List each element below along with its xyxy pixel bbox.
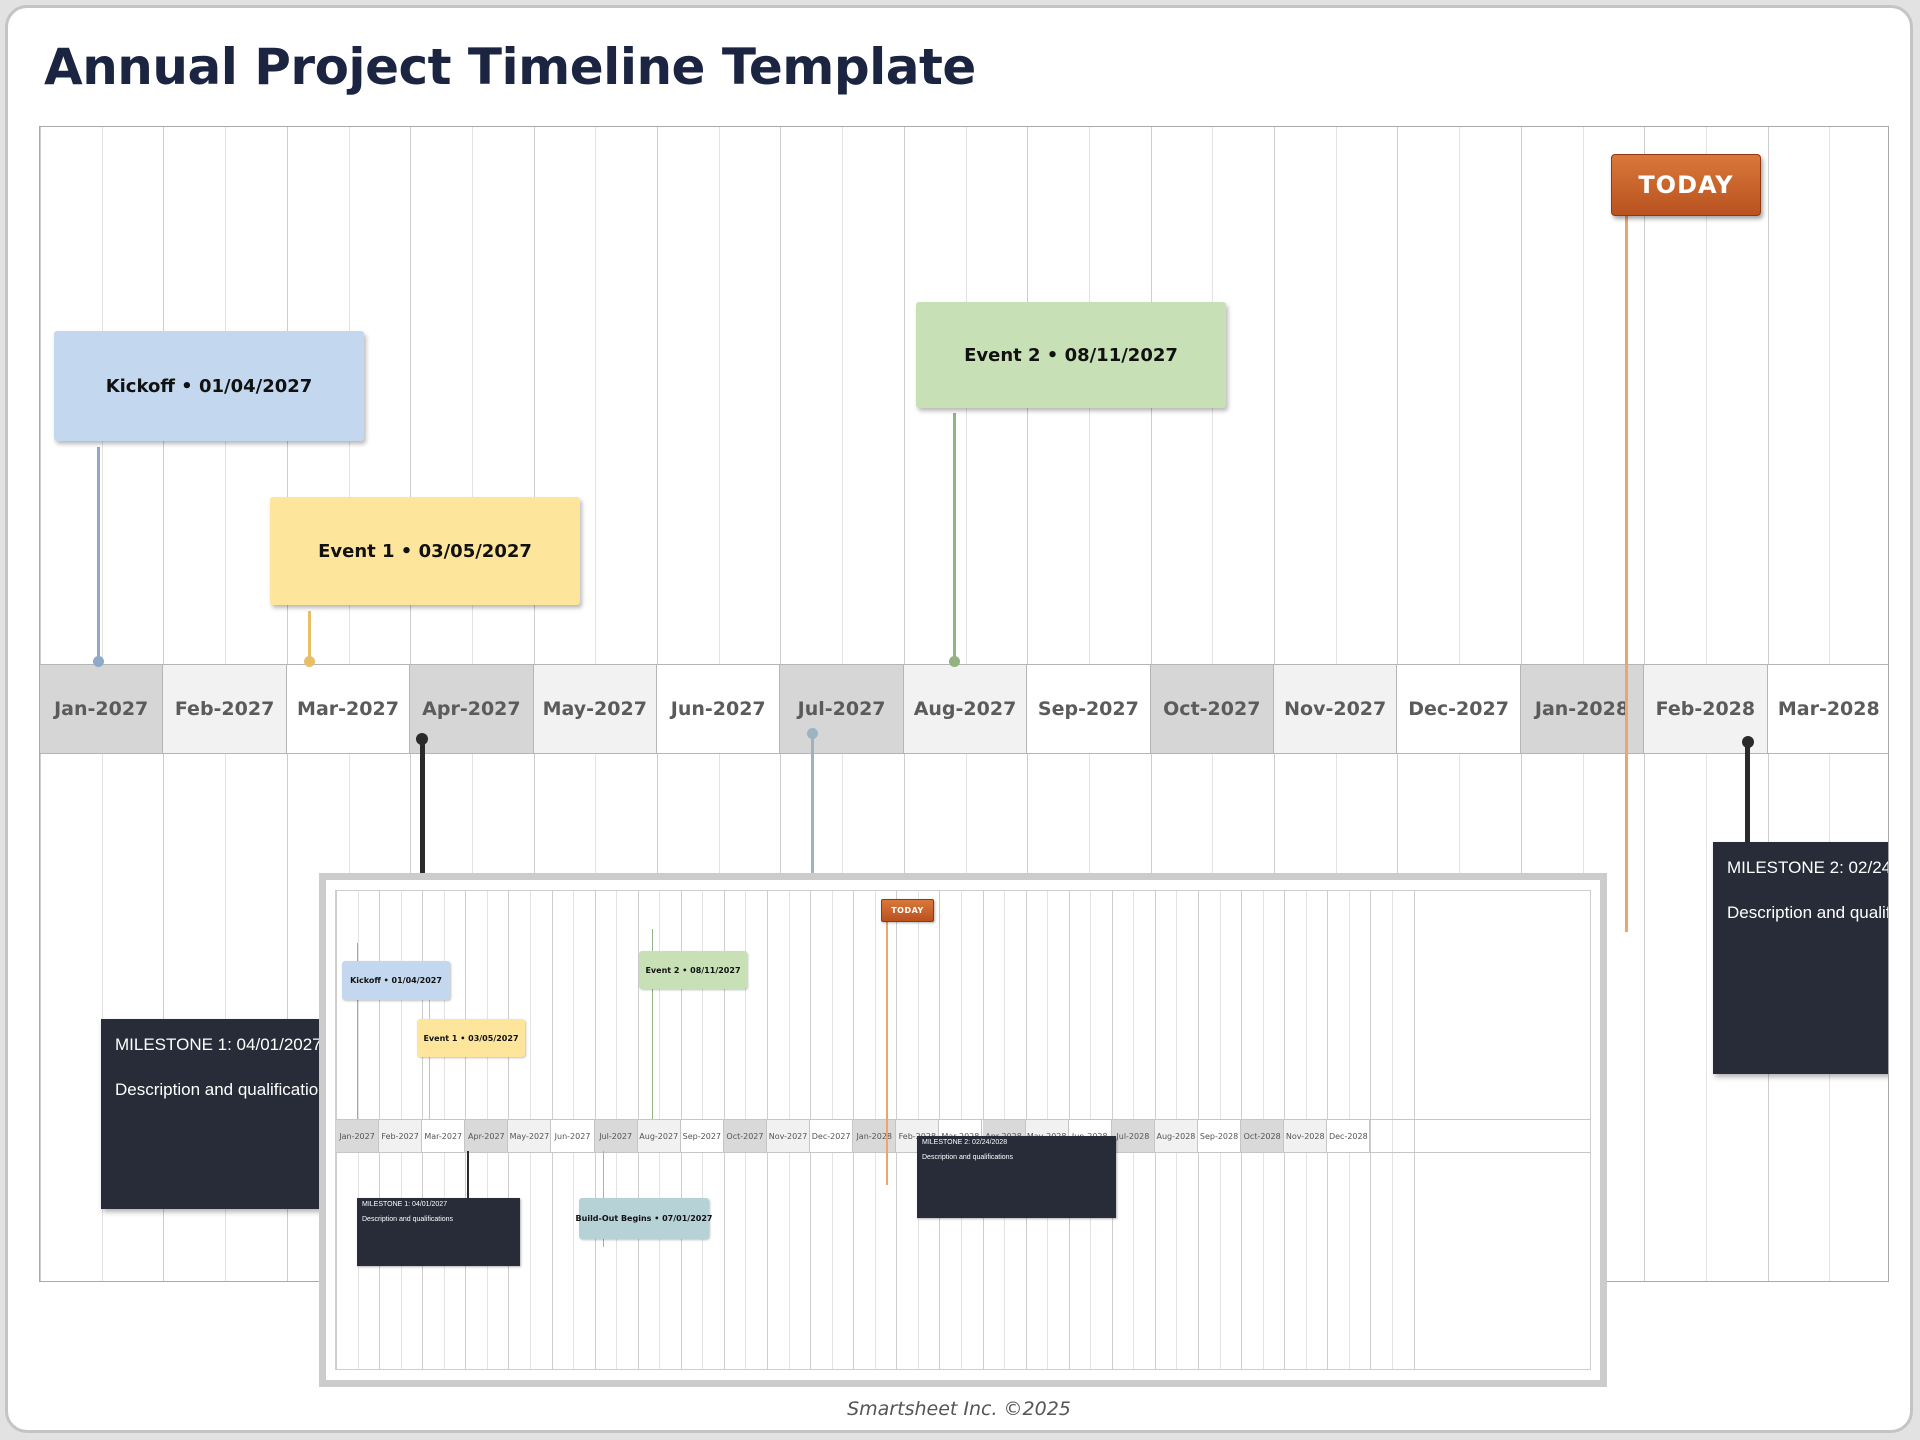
kickoff-event-label: Kickoff • 01/04/2027: [105, 375, 313, 397]
preview-milestone2-card: MILESTONE 2: 02/24/2028 Description and …: [917, 1136, 1116, 1218]
footer-credit: Smartsheet Inc. ©2025: [847, 1398, 1071, 1420]
preview-event1-label: Event 1 • 03/05/2027: [423, 1033, 519, 1043]
month-cell: Nov-2027: [1274, 665, 1398, 753]
preview-event2-stem: [652, 929, 653, 1119]
kickoff-event-card[interactable]: Kickoff • 01/04/2027: [54, 331, 364, 441]
preview-kickoff-stem: [357, 943, 358, 1119]
preview-milestone1-description: Description and qualifications: [362, 1216, 454, 1223]
month-cell: Mar-2027: [286, 665, 411, 753]
month-cell: Feb-2027: [379, 1120, 423, 1152]
today-flag[interactable]: TODAY: [1611, 154, 1761, 216]
milestone2-title: MILESTONE 2: 02/24/2028: [1727, 858, 1889, 877]
month-cell: Jun-2027: [657, 665, 781, 753]
month-cell: Dec-2027: [1397, 665, 1521, 753]
event2-label: Event 2 • 08/11/2027: [964, 344, 1178, 366]
month-cell: Aug-2028: [1154, 1120, 1198, 1152]
preview-kickoff-card: Kickoff • 01/04/2027: [342, 961, 450, 1000]
grid-line: [1413, 891, 1415, 1369]
month-cell: Nov-2027: [767, 1120, 811, 1152]
preview-event2-label: Event 2 • 08/11/2027: [645, 965, 741, 975]
month-cell: Mar-2027: [422, 1120, 466, 1152]
event1-stem: [308, 611, 311, 661]
month-cell: May-2027: [508, 1120, 552, 1152]
milestone1-title: MILESTONE 1: 04/01/2027: [115, 1035, 322, 1054]
milestone1-stem: [420, 739, 425, 879]
preview-event1-card: Event 1 • 03/05/2027: [417, 1019, 525, 1057]
month-cell: Oct-2027: [723, 1120, 767, 1152]
preview-today-flag: TODAY: [881, 899, 934, 922]
month-cell: Dec-2027: [810, 1120, 854, 1152]
kickoff-dot: [93, 656, 104, 667]
month-cell: Oct-2027: [1150, 665, 1274, 753]
month-cell: Mar-2028: [1767, 665, 1888, 753]
milestone2-card[interactable]: MILESTONE 2: 02/24/2028 Description and …: [1713, 842, 1889, 1074]
preview-kickoff-label: Kickoff • 01/04/2027: [350, 976, 442, 985]
today-line: [1625, 212, 1628, 932]
preview-event2-card: Event 2 • 08/11/2027: [639, 951, 747, 989]
milestone2-description: Description and qualifications: [1727, 903, 1888, 922]
month-cell: Jan-2028: [853, 1120, 897, 1152]
preview-milestone2-description: Description and qualifications: [922, 1154, 1014, 1161]
page-title: Annual Project Timeline Template: [44, 38, 976, 96]
preview-milestone1-card: MILESTONE 1: 04/01/2027 Description and …: [357, 1198, 520, 1266]
preview-event1-stem: [429, 999, 430, 1119]
preview-milestone1-title: MILESTONE 1: 04/01/2027: [362, 1201, 448, 1208]
month-cell: Sep-2028: [1198, 1120, 1242, 1152]
month-cell: Jul-2027: [594, 1120, 638, 1152]
preview-milestone2-title: MILESTONE 2: 02/24/2028: [922, 1139, 1008, 1146]
month-cell: Jul-2027: [780, 665, 904, 753]
buildout-stem: [811, 733, 814, 873]
event1-label: Event 1 • 03/05/2027: [318, 540, 532, 562]
month-cell: Feb-2027: [163, 665, 287, 753]
milestone2-stem: [1745, 741, 1750, 861]
today-label: TODAY: [1638, 171, 1734, 199]
month-cell: Apr-2027: [465, 1120, 509, 1152]
preview-today-line: [886, 921, 888, 1185]
preview-buildout-card: Build-Out Begins • 07/01/2027: [576, 1198, 712, 1239]
event2-dot: [949, 656, 960, 667]
month-cell: May-2027: [533, 665, 657, 753]
month-cell: Jul-2028: [1111, 1120, 1155, 1152]
month-cell: Jan-2027: [40, 665, 164, 753]
event1-card[interactable]: Event 1 • 03/05/2027: [270, 497, 580, 605]
month-cell: Jan-2028: [1520, 665, 1645, 753]
milestone1-description: Description and qualifications: [115, 1080, 337, 1099]
month-cell: Dec-2028: [1327, 1120, 1371, 1152]
month-cell: Sep-2027: [680, 1120, 724, 1152]
month-cell: Aug-2027: [637, 1120, 681, 1152]
grid-line: [1391, 891, 1393, 1369]
event2-stem: [953, 413, 956, 661]
month-cell: Sep-2027: [1027, 665, 1151, 753]
month-cell: Aug-2027: [903, 665, 1028, 753]
event2-card[interactable]: Event 2 • 08/11/2027: [916, 302, 1226, 408]
event1-dot: [304, 656, 315, 667]
preview-buildout-label: Build-Out Begins • 07/01/2027: [575, 1214, 713, 1223]
month-cell: Nov-2028: [1284, 1120, 1328, 1152]
month-cell: Oct-2028: [1241, 1120, 1285, 1152]
timeline-template-page: Annual Project Timeline Template Jan-202…: [5, 5, 1913, 1433]
month-cell: Apr-2027: [410, 665, 534, 753]
month-cell: Jun-2027: [551, 1120, 595, 1152]
month-cell: Jan-2027: [336, 1120, 380, 1152]
grid-line: [1370, 891, 1372, 1369]
kickoff-stem: [97, 447, 100, 661]
preview-today-label: TODAY: [891, 906, 924, 915]
